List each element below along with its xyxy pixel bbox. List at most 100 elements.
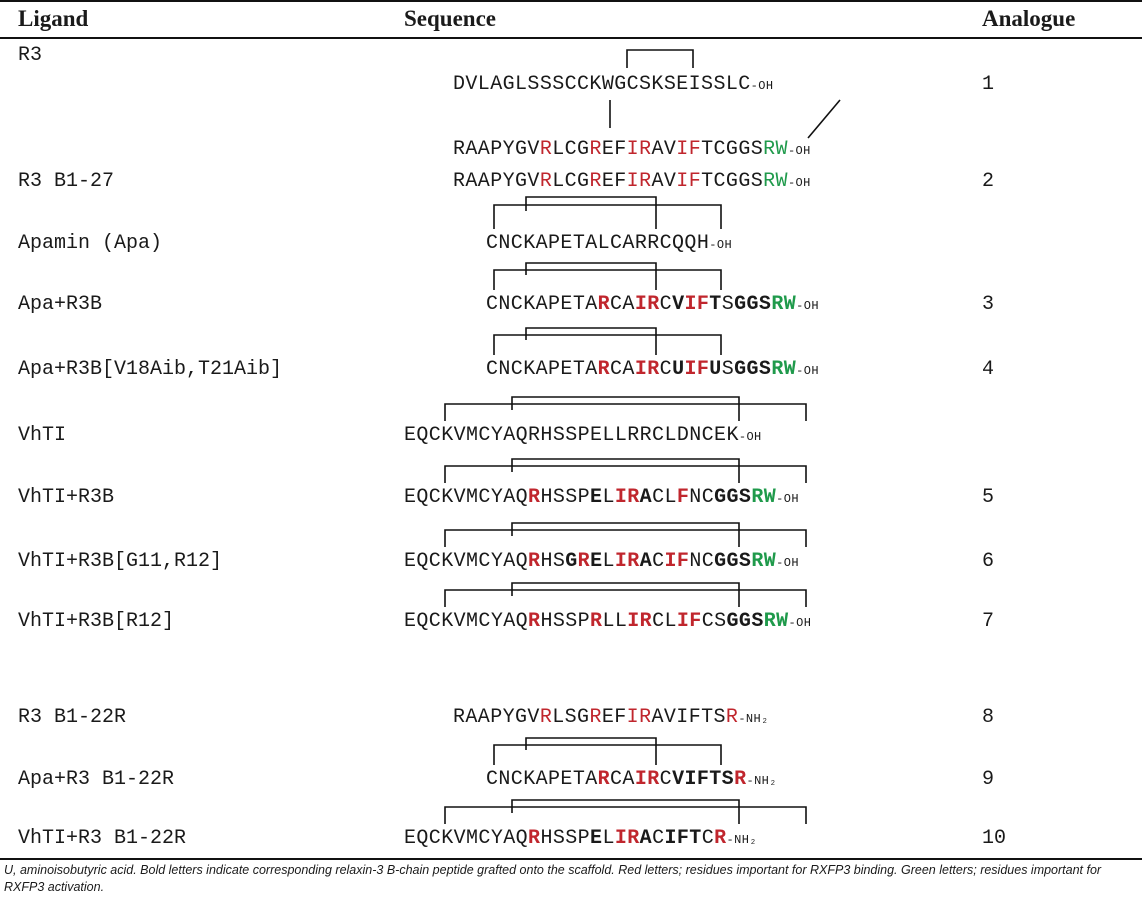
residue-segment: R: [597, 358, 611, 381]
ligand-cell: Apa+R3 B1-22R: [18, 768, 175, 791]
sequence-cell: EQCKVMCYAQRHSSPELIRACIFTCR-NH₂: [404, 827, 757, 850]
residue-segment: GGS: [734, 358, 772, 381]
analogue-number: 3: [982, 293, 995, 316]
residue-segment: IF: [676, 610, 702, 633]
residue-segment: LCG: [552, 138, 590, 161]
analogue-number: 7: [982, 610, 995, 633]
residue-segment: IF: [676, 170, 702, 193]
residue-segment: R: [528, 827, 541, 850]
residue-segment: A: [639, 550, 653, 573]
terminus-label: -NH₂: [746, 774, 777, 788]
disulfide-bond: [807, 99, 841, 139]
disulfide-bond: [444, 529, 807, 547]
residue-segment: RW: [763, 170, 788, 193]
residue-segment: IR: [614, 550, 640, 573]
residue-segment: S: [721, 358, 735, 381]
residue-segment: NC: [689, 550, 715, 573]
residue-segment: RAAPYGV: [453, 170, 540, 193]
residue-segment: CL: [652, 610, 677, 633]
residue-segment: E: [590, 827, 603, 850]
residue-segment: L: [602, 827, 615, 850]
terminus-label: -OH: [776, 556, 799, 570]
residue-segment: R: [589, 170, 602, 193]
disulfide-bond: [493, 334, 722, 355]
analogue-number: 10: [982, 827, 1007, 850]
residue-segment: TCGGS: [701, 138, 764, 161]
analogue-number: 5: [982, 486, 995, 509]
disulfide-bond: [493, 269, 722, 290]
residue-segment: IF: [684, 358, 710, 381]
disulfide-bond: [511, 458, 740, 483]
residue-segment: RAAPYGV: [453, 138, 540, 161]
sequence-cell: CNCKAPETARCAIRCVIFTSGGSRW-OH: [486, 293, 819, 316]
analogue-number: 1: [982, 73, 995, 96]
terminus-label: -OH: [709, 238, 733, 252]
residue-segment: CNCKAPETALCARRCQQH: [486, 232, 710, 255]
residue-segment: R: [539, 706, 553, 729]
sequence-cell: EQCKVMCYAQRHSSPRLLIRCLIFCSGGSRW-OH: [404, 610, 811, 633]
header-analogue: Analogue: [982, 6, 1076, 31]
residue-segment: R: [528, 610, 541, 633]
residue-segment: VIFTS: [672, 768, 735, 791]
residue-segment: GGS: [714, 550, 752, 573]
table-top-rule: [0, 0, 1142, 2]
residue-segment: IF: [664, 550, 690, 573]
residue-segment: LL: [602, 610, 628, 633]
disulfide-bond: [626, 49, 694, 68]
residue-segment: C: [659, 293, 673, 316]
residue-segment: AV: [651, 138, 677, 161]
residue-segment: RW: [763, 610, 789, 633]
terminus-label: -OH: [776, 492, 799, 506]
residue-segment: HSSP: [540, 827, 591, 850]
disulfide-bond: [525, 737, 657, 765]
residue-segment: E: [590, 486, 603, 509]
residue-segment: S: [721, 293, 735, 316]
residue-segment: A: [639, 827, 653, 850]
disulfide-bond: [444, 403, 807, 421]
analogue-number: 4: [982, 358, 995, 381]
residue-segment: IFT: [664, 827, 702, 850]
ligand-cell: VhTI+R3B[R12]: [18, 610, 175, 633]
terminus-label: -OH: [796, 299, 819, 313]
residue-segment: RW: [771, 293, 797, 316]
residue-segment: R: [734, 768, 747, 791]
residue-segment: IF: [676, 138, 702, 161]
residue-segment: T: [709, 293, 722, 316]
ligand-cell: R3 B1-27: [18, 170, 115, 193]
residue-segment: IR: [614, 486, 640, 509]
residue-segment: LSG: [552, 706, 590, 729]
residue-segment: R: [528, 550, 541, 573]
residue-segment: IR: [634, 768, 660, 791]
residue-segment: IR: [626, 170, 652, 193]
disulfide-bond: [511, 799, 740, 824]
sequence-cell-a-chain: DVLAGLSSSCCKWGCSKSEISSLC-OH: [453, 73, 773, 96]
ligand-cell: R3 B1-22R: [18, 706, 127, 729]
residue-segment: EF: [601, 706, 627, 729]
residue-segment: V: [672, 293, 685, 316]
residue-segment: C: [652, 827, 665, 850]
terminus-label: -OH: [738, 430, 762, 444]
table-footnote: U, aminoisobutyric acid. Bold letters in…: [4, 863, 1102, 894]
sequence-cell-b-chain: RAAPYGVRLCGREFIRAVIFTCGGSRW-OH: [453, 138, 811, 161]
residue-segment: RW: [763, 138, 788, 161]
residue-segment: R: [589, 138, 602, 161]
disulfide-bond: [511, 582, 740, 607]
header-rule: [0, 37, 1142, 39]
residue-segment: G: [565, 550, 578, 573]
terminus-label: -OH: [787, 176, 811, 190]
residue-segment: C: [701, 827, 715, 850]
residue-segment: EQCKVMCYAQ: [404, 486, 529, 509]
residue-segment: CNCKAPETA: [486, 293, 598, 316]
terminus-label: -OH: [788, 616, 812, 630]
residue-segment: C: [652, 550, 665, 573]
residue-segment: RAAPYGV: [453, 706, 540, 729]
disulfide-bond: [444, 465, 807, 483]
ligand-cell: Apamin (Apa): [18, 232, 163, 255]
header-ligand: Ligand: [18, 6, 89, 31]
ligand-cell: Apa+R3B: [18, 293, 103, 316]
disulfide-bond: [525, 196, 657, 229]
sequence-cell: CNCKAPETALCARRCQQH-OH: [486, 232, 732, 255]
residue-segment: CNCKAPETA: [486, 768, 598, 791]
disulfide-bond: [511, 396, 740, 421]
residue-segment: R: [597, 768, 611, 791]
